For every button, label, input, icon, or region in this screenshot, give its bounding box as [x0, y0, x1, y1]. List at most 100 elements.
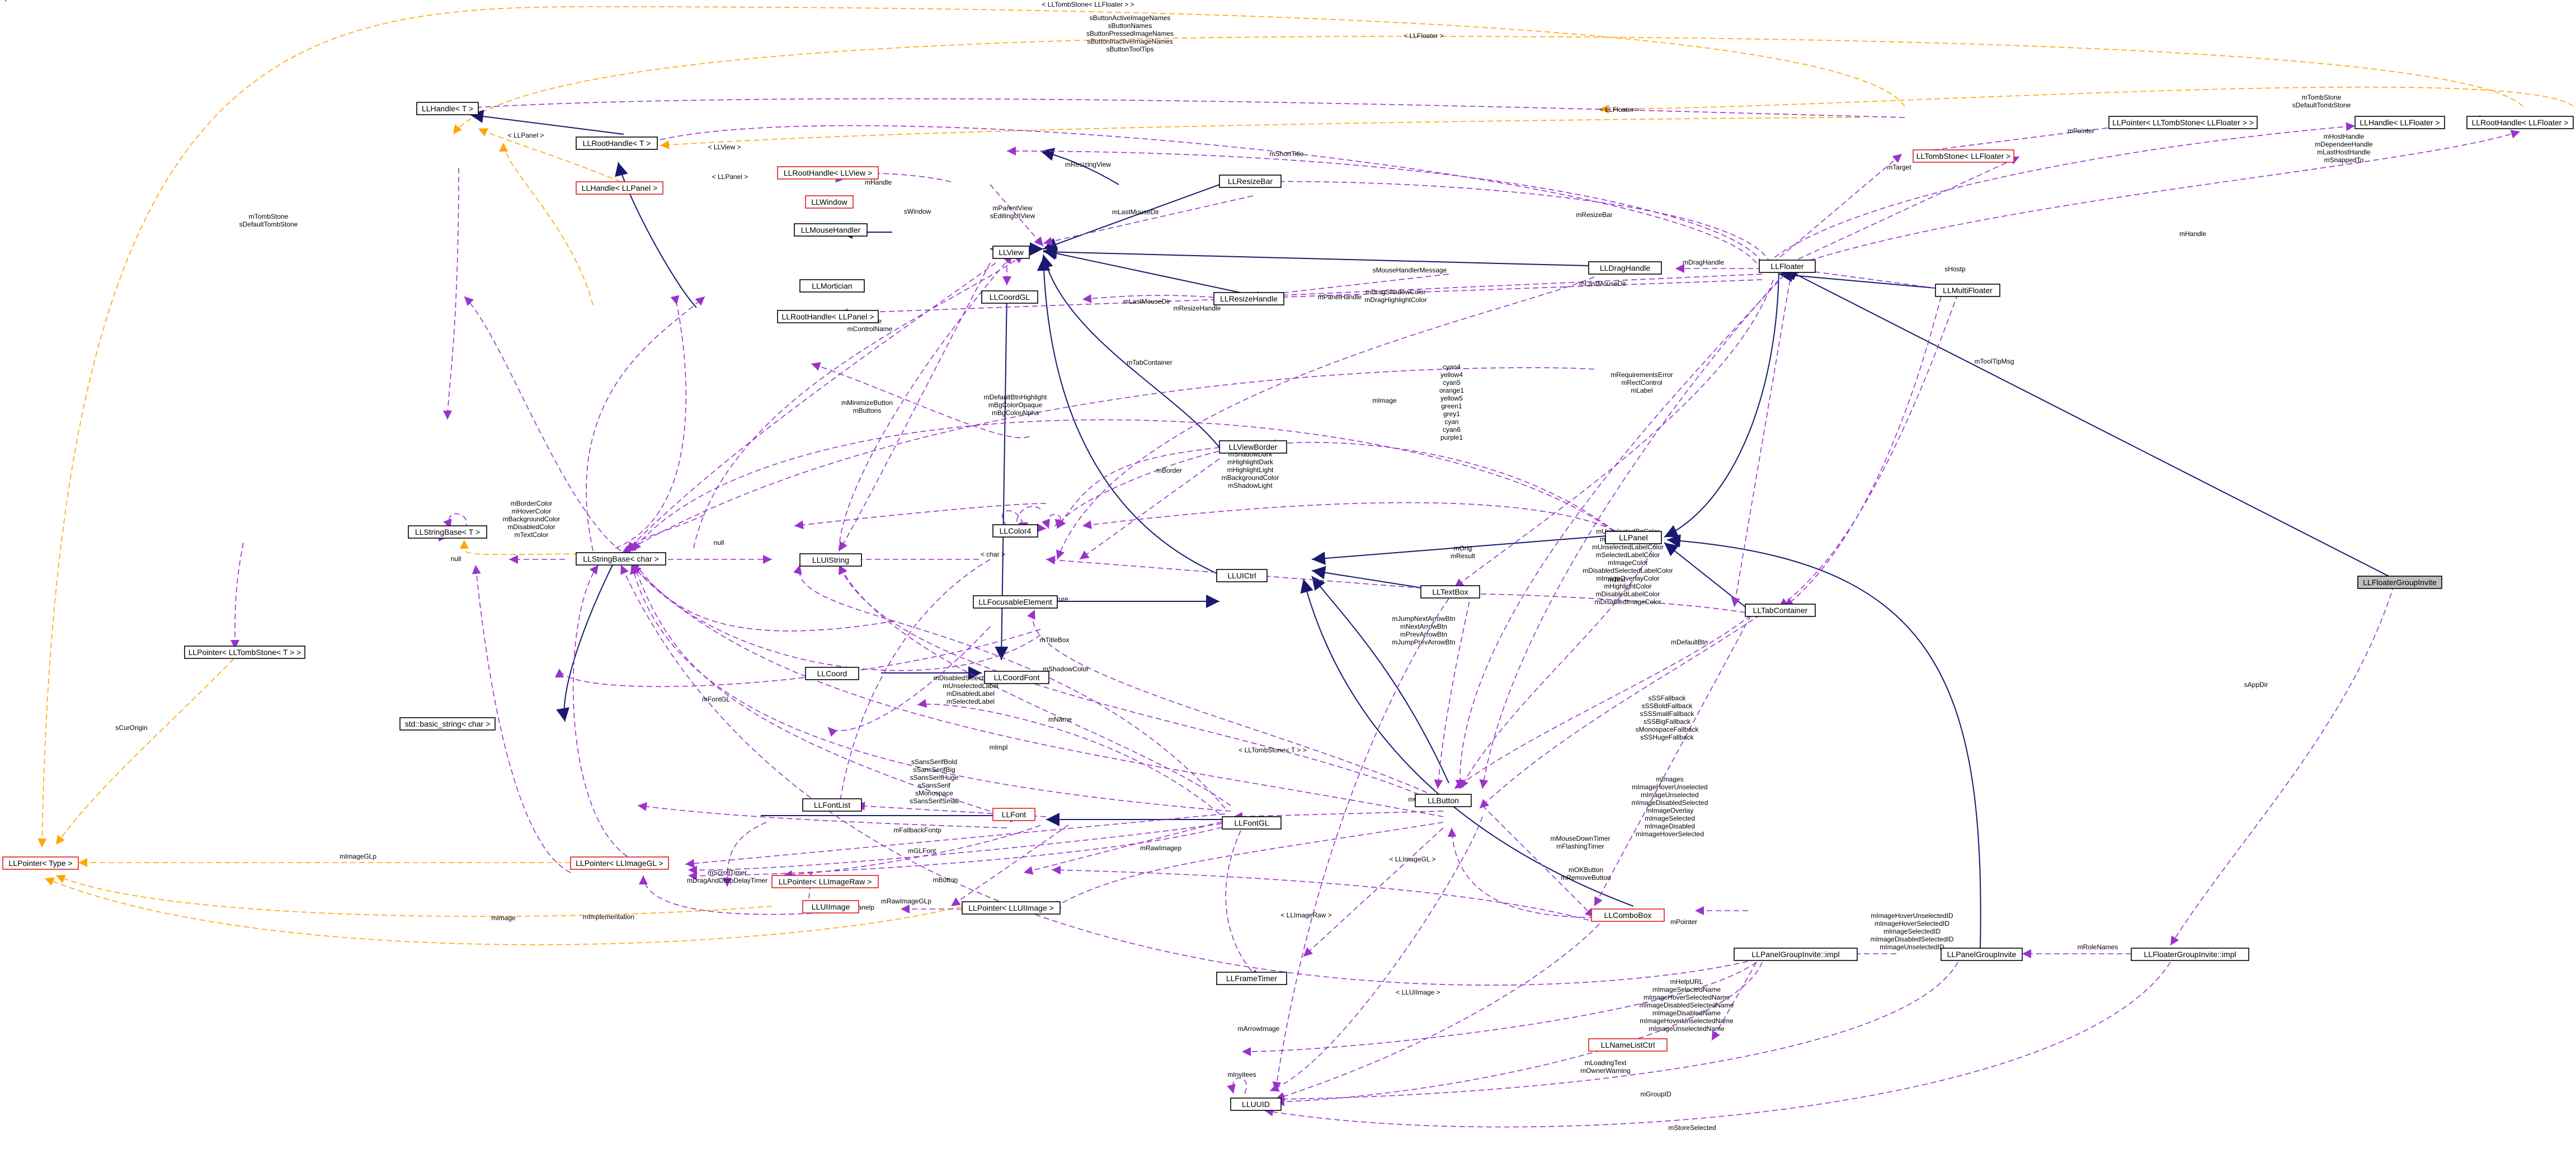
node-std-string[interactable]: std::basic_string< char >: [399, 717, 496, 731]
edge-label: mPanelHandle: [1318, 293, 1362, 301]
node-llstringbase-char[interactable]: LLStringBase< char >: [576, 552, 666, 566]
node-llpointer-llimagegl[interactable]: LLPointer< LLImageGL >: [570, 856, 669, 870]
node-llcoord[interactable]: LLCoord: [805, 667, 859, 680]
node-lltombstone-llfloater[interactable]: LLTombStone< LLFloater >: [1913, 149, 2014, 163]
edge-label: < LLTombStone< LLFloater > >: [1042, 1, 1134, 8]
node-llmortician[interactable]: LLMortician: [799, 279, 865, 293]
node-llcolor4[interactable]: LLColor4: [992, 524, 1038, 538]
node-llstringbase-t[interactable]: LLStringBase< T >: [408, 525, 487, 539]
node-llfocusableelement[interactable]: LLFocusableElement: [973, 595, 1058, 609]
edge-label: < LLPanel >: [508, 131, 544, 139]
node-label: LLHandle< LLFloater >: [2360, 118, 2440, 127]
node-box: [799, 279, 865, 293]
node-lldraghandle[interactable]: LLDragHandle: [1588, 261, 1662, 275]
node-label: LLRootHandle< LLFloater >: [2472, 118, 2569, 127]
node-llroothandle-t[interactable]: LLRootHandle< T >: [576, 136, 658, 150]
node-llpointer-llimageraw[interactable]: LLPointer< LLImageRaw >: [771, 875, 879, 888]
edge-label: < LLFloater >: [1599, 106, 1639, 114]
edge-label: mToolTipMsg: [1975, 357, 2014, 365]
node-llpointer-tombstone-t[interactable]: LLPointer< LLTombStone< T > >: [184, 646, 305, 659]
node-box: [962, 901, 1061, 915]
node-llpointer-tombstone-floater[interactable]: LLPointer< LLTombStone< LLFloater > >: [2108, 116, 2258, 129]
edge-label: mHandle: [2179, 230, 2206, 238]
node-box: [1219, 440, 1287, 454]
node-box: [1588, 261, 1662, 275]
node-llfontgl[interactable]: LLFontGL: [1222, 816, 1282, 830]
node-llfont[interactable]: LLFont: [992, 808, 1035, 821]
edge-label: sAppDir: [2244, 681, 2268, 689]
node-llhandle-llpanel[interactable]: LLHandle< LLPanel >: [576, 181, 663, 195]
node-box: [981, 290, 1038, 304]
node-llmousehandler[interactable]: LLMouseHandler: [794, 223, 868, 237]
node-box: [1216, 972, 1287, 985]
node-label: LLFontList: [814, 800, 850, 809]
node-box: [973, 595, 1058, 609]
node-llviewborder[interactable]: LLViewBorder: [1219, 440, 1287, 454]
node-lluiimage[interactable]: LLUIImage: [802, 900, 859, 913]
node-llhandle-t[interactable]: LLHandle< T >: [416, 102, 479, 115]
node-llcoordgl[interactable]: LLCoordGL: [981, 290, 1038, 304]
node-label: LLCoordGL: [990, 293, 1030, 302]
node-llnamelistctrl[interactable]: LLNameListCtrl: [1588, 1038, 1668, 1052]
edge-label: mImage: [1372, 397, 1397, 404]
node-llcoordfont[interactable]: LLCoordFont: [984, 671, 1049, 684]
node-label: LLMultiFloater: [1943, 286, 1993, 295]
node-llpointer-lluiimage[interactable]: LLPointer< LLUIImage >: [962, 901, 1061, 915]
node-llroothandle-llview[interactable]: LLRootHandle< LLView >: [777, 166, 879, 180]
node-llfloatergroupinvite[interactable]: LLFloaterGroupInvite: [2357, 576, 2442, 589]
node-llmultifloater[interactable]: LLMultiFloater: [1935, 284, 2000, 297]
node-label: LLView: [999, 248, 1024, 257]
node-box: [416, 102, 479, 115]
edge-label: mArrowImage: [1238, 1025, 1280, 1033]
edge-label: mTitleBox: [1040, 636, 1070, 644]
edge-label: mGroupID: [1640, 1090, 1671, 1098]
node-llbutton[interactable]: LLButton: [1415, 794, 1472, 807]
node-llcombobox[interactable]: LLComboBox: [1591, 908, 1665, 922]
node-llpanelgroupinvite[interactable]: LLPanelGroupInvite: [1941, 948, 2023, 961]
node-label: LLStringBase< char >: [583, 554, 658, 563]
node-llfloatergroupinvite-impl[interactable]: LLFloaterGroupInvite::impl: [2131, 948, 2249, 961]
node-llpanelgroupinvite-impl[interactable]: LLPanelGroupInvite::impl: [1734, 948, 1858, 961]
node-llfloater[interactable]: LLFloater: [1759, 260, 1816, 273]
node-llhandle-llfloater[interactable]: LLHandle< LLFloater >: [2354, 116, 2445, 129]
node-box: [777, 310, 879, 323]
node-box: [1222, 816, 1282, 830]
node-lltabcontainer[interactable]: LLTabContainer: [1745, 604, 1816, 617]
node-box: [2354, 116, 2445, 129]
node-llfontlist[interactable]: LLFontList: [802, 798, 862, 812]
edge-label: mTarget: [1887, 163, 1911, 171]
node-label: LLTextBox: [1432, 587, 1468, 596]
node-box: [1605, 531, 1662, 544]
node-box: [984, 671, 1049, 684]
node-box: [771, 875, 879, 888]
node-label: LLColor4: [1000, 526, 1032, 535]
node-llwindow[interactable]: LLWindow: [805, 195, 854, 209]
node-llresizehandle[interactable]: LLResizeHandle: [1213, 292, 1284, 305]
node-lltextbox[interactable]: LLTextBox: [1420, 585, 1480, 599]
node-label: LLTombStone< LLFloater >: [1916, 152, 2011, 161]
node-llview[interactable]: LLView: [992, 246, 1030, 259]
node-lluictrl[interactable]: LLUICtrl: [1216, 569, 1268, 582]
edge-label: mPointer: [1670, 918, 1697, 926]
edge-label: mPointer: [2068, 127, 2094, 135]
node-label: LLCoord: [817, 669, 847, 678]
node-llroothandle-llpanel[interactable]: LLRootHandle< LLPanel >: [777, 310, 879, 323]
node-llresizebar[interactable]: LLResizeBar: [1219, 175, 1282, 188]
node-llustring[interactable]: LLUIString: [799, 553, 862, 567]
edge-label: mHandle: [865, 178, 892, 186]
node-llframetimer[interactable]: LLFrameTimer: [1216, 972, 1287, 985]
node-box: [805, 667, 859, 680]
node-box: [1230, 1098, 1282, 1111]
node-lluuid[interactable]: LLUUID: [1230, 1098, 1282, 1111]
node-llroothandle-llfloater[interactable]: LLRootHandle< LLFloater >: [2466, 116, 2574, 129]
node-llpointer-type[interactable]: LLPointer< Type >: [2, 856, 79, 870]
node-label: LLRootHandle< LLPanel >: [781, 312, 874, 321]
edge-label: < LLPanel >: [712, 173, 748, 181]
edge-label: mText: [1608, 576, 1626, 583]
node-llpanel[interactable]: LLPanel: [1605, 531, 1662, 544]
